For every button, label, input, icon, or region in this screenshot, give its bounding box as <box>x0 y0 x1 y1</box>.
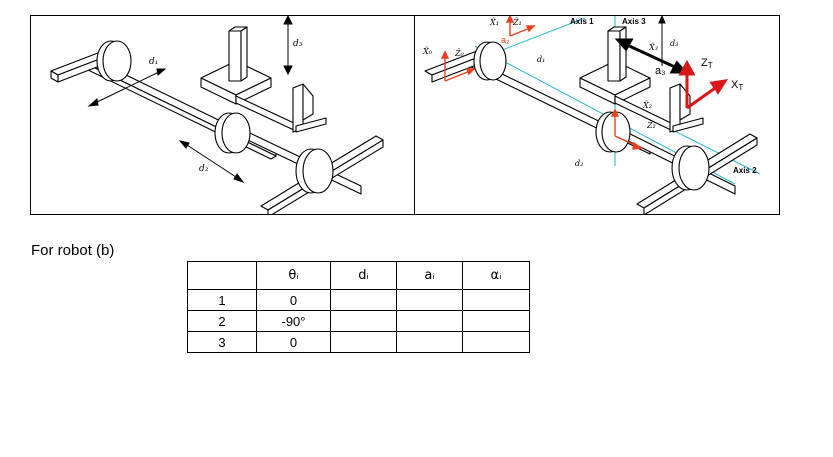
cell-joint: 2 <box>187 310 257 332</box>
header-d: dᵢ <box>330 261 397 290</box>
label-z2: Ẑ₂ <box>646 121 656 130</box>
cell-joint: 1 <box>187 289 257 311</box>
label-xt: XT <box>731 79 743 92</box>
tool-frame <box>678 59 729 110</box>
cell-theta: 0 <box>256 331 331 353</box>
label-zt: ZT <box>701 57 713 70</box>
header-alpha: αᵢ <box>462 261 530 290</box>
dh-parameter-table: θᵢ dᵢ aᵢ αᵢ 1 0 2 -90° 3 0 <box>187 261 530 353</box>
label-x2: X̂₂ <box>642 101 652 110</box>
robot-diagram-left: d₁ d₃ d₂ <box>50 16 384 214</box>
label-d3-right: d₃ <box>670 39 678 48</box>
cell-joint: 3 <box>187 331 257 353</box>
header-a: aᵢ <box>396 261 463 290</box>
label-d2-right: d₂ <box>575 159 583 168</box>
label-x0: X̂₀ <box>422 47 433 56</box>
label-axis3: Axis 3 <box>622 17 646 26</box>
label-x1: X̂₁ <box>489 18 499 27</box>
label-z0: Ẑ₀ <box>454 49 465 58</box>
robot-mechanism-left <box>50 26 384 214</box>
figure-divider <box>414 15 415 215</box>
header-joint <box>187 261 257 290</box>
table-row: 2 -90° <box>187 310 530 332</box>
label-d2: d₂ <box>199 164 209 174</box>
label-z1: Ẑ₁ <box>512 18 522 27</box>
table-header-row: θᵢ dᵢ aᵢ αᵢ <box>187 261 530 290</box>
cell-a[interactable] <box>396 310 463 332</box>
coordinate-frames <box>440 16 643 150</box>
cell-theta: 0 <box>256 289 331 311</box>
label-d1: d₁ <box>149 57 158 67</box>
cell-alpha[interactable] <box>462 331 530 353</box>
label-x3: X̂₃ <box>648 43 658 52</box>
label-d3: d₃ <box>293 39 303 49</box>
cell-theta: -90° <box>256 310 331 332</box>
cell-a[interactable] <box>396 331 463 353</box>
label-a2: a₂ <box>501 35 510 45</box>
label-a3: a₃ <box>655 65 666 77</box>
caption: For robot (b) <box>31 242 115 259</box>
label-d1-right: d₁ <box>537 55 545 64</box>
label-axis2: Axis 2 <box>733 166 757 175</box>
table-row: 3 0 <box>187 331 530 353</box>
robot-diagram-right: Axis 1 Axis 3 Axis 2 d₁ d₂ d₃ a₂ a₃ X̂₀ … <box>422 16 761 214</box>
cell-alpha[interactable] <box>462 289 530 311</box>
cell-alpha[interactable] <box>462 310 530 332</box>
header-theta: θᵢ <box>256 261 331 290</box>
motion-arrows-left <box>87 16 293 183</box>
table-row: 1 0 <box>187 289 530 311</box>
cell-a[interactable] <box>396 289 463 311</box>
cell-d[interactable] <box>330 310 397 332</box>
cell-d[interactable] <box>330 289 397 311</box>
cell-d[interactable] <box>330 331 397 353</box>
label-axis1: Axis 1 <box>570 17 594 26</box>
robot-mechanism-right <box>424 26 758 214</box>
